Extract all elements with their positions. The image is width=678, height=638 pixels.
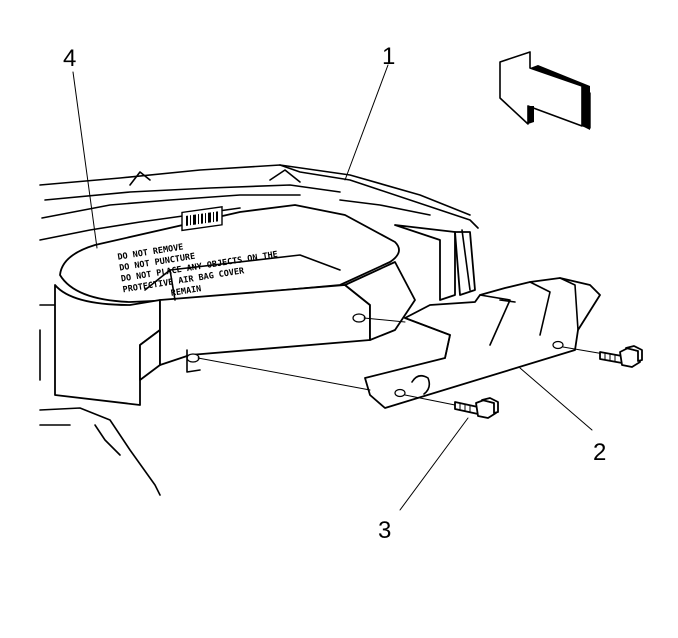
callout-leaders <box>72 64 593 511</box>
support-brackets <box>339 199 476 301</box>
front-arrow-icon <box>499 51 591 130</box>
callout-2: 2 <box>593 439 606 466</box>
mounting-bracket <box>364 277 601 409</box>
bolt-lower <box>454 397 499 419</box>
warning-line-5: REMAIN <box>170 284 202 299</box>
barcode <box>186 211 218 226</box>
callout-1: 1 <box>382 43 395 70</box>
bolt-upper <box>599 345 643 368</box>
instrument-panel-lines <box>39 164 479 496</box>
callout-3: 3 <box>378 517 391 544</box>
airbag-module <box>54 204 416 406</box>
callout-4: 4 <box>63 45 76 72</box>
